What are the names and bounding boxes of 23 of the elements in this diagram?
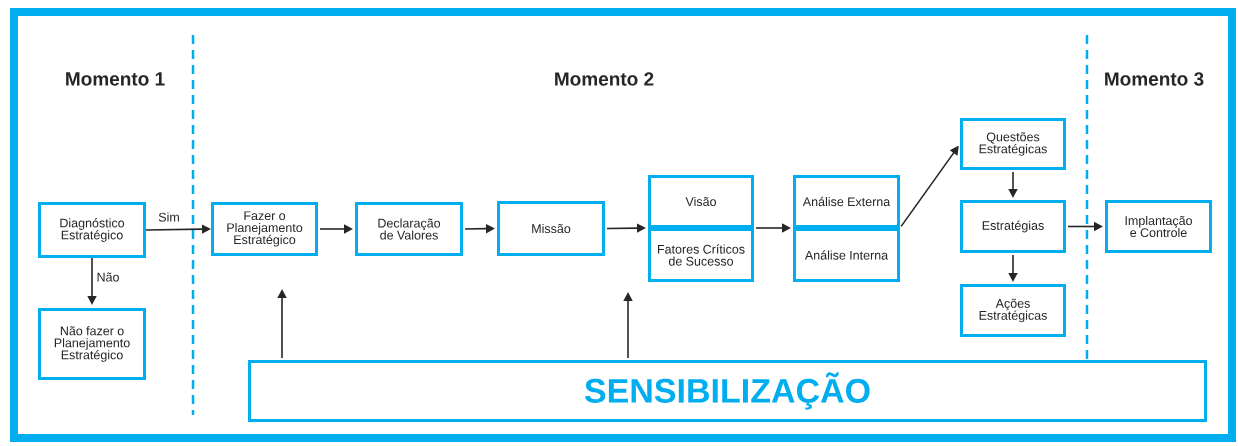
process-box: Análise Externa xyxy=(793,175,900,228)
process-box: Missão xyxy=(497,201,605,256)
arrow xyxy=(623,292,633,359)
process-box: Estratégias xyxy=(960,200,1066,253)
process-box: Fatores Críticos de Sucesso xyxy=(648,228,754,282)
section-heading: Momento 3 xyxy=(1105,72,1204,86)
edge-label: Não xyxy=(95,271,121,283)
banner-box: SENSIBILIZAÇÃO xyxy=(248,360,1207,422)
section-heading: Momento 2 xyxy=(555,72,654,86)
process-box: Visão xyxy=(648,175,754,228)
process-box: Fazer o Planejamento Estratégico xyxy=(211,202,318,256)
arrow xyxy=(145,224,211,234)
arrow xyxy=(319,224,353,234)
edge-label: Sim xyxy=(157,211,181,223)
process-box: Análise Interna xyxy=(793,228,900,282)
arrow xyxy=(277,289,287,359)
section-heading: Momento 1 xyxy=(66,72,165,86)
process-box: Ações Estratégicas xyxy=(960,284,1066,337)
process-box: Diagnóstico Estratégico xyxy=(38,202,146,258)
process-box: Questões Estratégicas xyxy=(960,118,1066,170)
process-box: Não fazer o Planejamento Estratégico xyxy=(38,308,146,380)
process-box: Implantação e Controle xyxy=(1105,200,1212,253)
process-box: Declaração de Valores xyxy=(355,202,463,256)
